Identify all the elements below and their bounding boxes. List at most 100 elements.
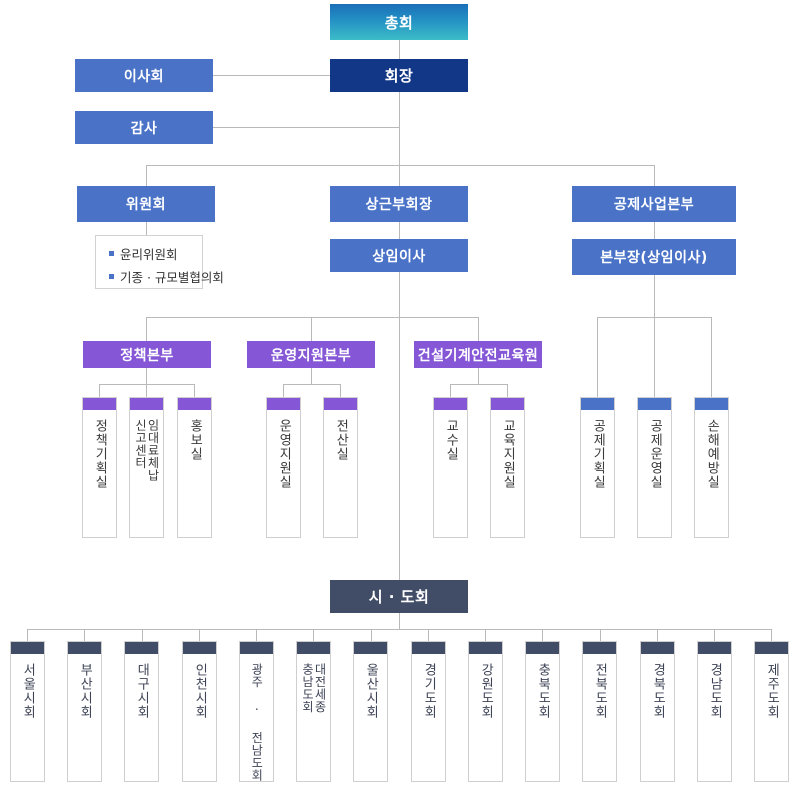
branch-jeonbuk[interactable]: 전북도회 — [582, 641, 617, 782]
branch-label: 울산시회 — [363, 663, 379, 719]
card-body: 운영지원실 — [267, 410, 300, 537]
connector-execdir-trunk — [399, 272, 400, 580]
dept-label: 교수실 — [443, 419, 459, 461]
card-cap — [354, 642, 387, 654]
node-auditor[interactable]: 감사 — [75, 111, 213, 144]
node-regional-chapters[interactable]: 시 · 도회 — [330, 580, 468, 613]
branch-label: 대구시회 — [134, 663, 150, 719]
connector-ops-down — [311, 368, 312, 384]
node-committee[interactable]: 위원회 — [77, 186, 215, 222]
branch-label: 충북도회 — [535, 663, 551, 719]
card-body: 강원도회 — [469, 654, 502, 781]
connector-edu-drop-1 — [450, 384, 451, 397]
card-body: 경기도회 — [412, 654, 445, 781]
card-cap — [491, 398, 524, 410]
connector-mutualaid-director — [654, 222, 655, 239]
connector-vicechair-execdir — [399, 222, 400, 239]
card-cap — [638, 398, 671, 410]
branch-incheon[interactable]: 인천시회 — [182, 641, 217, 782]
node-division-policy[interactable]: 정책본부 — [83, 341, 211, 368]
branch-seoul[interactable]: 서울시회 — [10, 641, 45, 782]
connector-regional-drop-11 — [600, 629, 601, 641]
connector-edu-drop-2 — [507, 384, 508, 397]
card-body: 임대료체납 신고센터 — [130, 410, 163, 537]
connector-level2-drop-committee — [146, 165, 147, 186]
branch-label: 경북도회 — [650, 663, 666, 719]
card-cap — [267, 398, 300, 410]
card-body: 전산실 — [324, 410, 357, 537]
branch-gangwon[interactable]: 강원도회 — [468, 641, 503, 782]
card-cap — [240, 642, 273, 654]
connector-level2-drop-mutualaid — [654, 165, 655, 186]
connector-mutualaid-drop-2 — [654, 317, 655, 397]
branch-label-col1: 대전세종 — [312, 663, 327, 713]
node-vice-chairman[interactable]: 상근부회장 — [330, 186, 468, 222]
connector-division-drop-ops — [311, 317, 312, 341]
branch-label: 제주도회 — [764, 663, 780, 719]
node-board-of-directors[interactable]: 이사회 — [75, 59, 213, 92]
card-cap — [11, 642, 44, 654]
node-division-safety-education[interactable]: 건설기계안전교육원 — [414, 341, 542, 368]
connector-edu-bar — [450, 384, 507, 385]
node-division-operations-support[interactable]: 운영지원본부 — [247, 341, 375, 368]
dept-public-relations[interactable]: 홍보실 — [177, 397, 212, 538]
connector-regional-drop-12 — [657, 629, 658, 641]
branch-gyeongbuk[interactable]: 경북도회 — [640, 641, 675, 782]
card-body: 대전세종 충남도회 — [297, 654, 330, 781]
branch-label: 인천시회 — [192, 663, 208, 719]
branch-gyeonggi[interactable]: 경기도회 — [411, 641, 446, 782]
node-hq-director[interactable]: 본부장(상임이사) — [572, 239, 736, 275]
connector-regional-drop-10 — [542, 629, 543, 641]
dept-education-support[interactable]: 교육지원실 — [490, 397, 525, 538]
card-body: 교수실 — [434, 410, 467, 537]
connector-regional-drop-3 — [142, 629, 143, 641]
connector-divisions-bar — [146, 317, 478, 318]
card-cap — [434, 398, 467, 410]
dept-label: 공제기획실 — [590, 419, 606, 489]
dept-label: 전산실 — [333, 419, 349, 461]
branch-chungbuk[interactable]: 충북도회 — [525, 641, 560, 782]
connector-mutualaid-drop-1 — [597, 317, 598, 397]
connector-policy-drop-2 — [146, 384, 147, 397]
branch-daejeon-sejong-chungnam[interactable]: 대전세종 충남도회 — [296, 641, 331, 782]
card-cap — [183, 642, 216, 654]
branch-gyeongnam[interactable]: 경남도회 — [697, 641, 732, 782]
card-cap — [695, 398, 728, 410]
dept-label: 공제운영실 — [647, 419, 663, 489]
branch-gwangju-jeonnam[interactable]: 광주 · 전남도회 — [239, 641, 274, 782]
node-chairman[interactable]: 회장 — [330, 59, 468, 92]
connector-edu-down — [478, 368, 479, 384]
node-general-assembly[interactable]: 총회 — [330, 4, 468, 40]
branch-label: 강원도회 — [478, 663, 494, 719]
dept-loss-prevention[interactable]: 손해예방실 — [694, 397, 729, 538]
branch-jeju[interactable]: 제주도회 — [754, 641, 789, 782]
branch-ulsan[interactable]: 울산시회 — [353, 641, 388, 782]
card-body: 경남도회 — [698, 654, 731, 781]
connector-mutualaid-drop-3 — [711, 317, 712, 397]
list-item[interactable]: 기종 · 규모별협의회 — [109, 268, 224, 287]
dept-rent-arrears-report-center[interactable]: 임대료체납 신고센터 — [129, 397, 164, 538]
card-body: 공제기획실 — [581, 410, 614, 537]
card-body: 광주 · 전남도회 — [240, 654, 273, 782]
branch-label: 광주 · 전남도회 — [249, 663, 264, 782]
branch-daegu[interactable]: 대구시회 — [124, 641, 159, 782]
connector-ops-bar — [283, 384, 340, 385]
node-executive-director[interactable]: 상임이사 — [330, 239, 468, 272]
dept-policy-planning[interactable]: 정책기획실 — [82, 397, 117, 538]
card-body: 인천시회 — [183, 654, 216, 781]
connector-regional-bar — [27, 629, 772, 630]
card-cap — [130, 398, 163, 410]
branch-busan[interactable]: 부산시회 — [67, 641, 102, 782]
dept-mutual-aid-operations[interactable]: 공제운영실 — [637, 397, 672, 538]
dept-information-systems[interactable]: 전산실 — [323, 397, 358, 538]
connector-regional-drop-8 — [428, 629, 429, 641]
dept-operations-support[interactable]: 운영지원실 — [266, 397, 301, 538]
card-body: 홍보실 — [178, 410, 211, 537]
list-item[interactable]: 윤리위원회 — [109, 245, 190, 264]
dept-mutual-aid-planning[interactable]: 공제기획실 — [580, 397, 615, 538]
card-body: 손해예방실 — [695, 410, 728, 537]
card-body: 대구시회 — [125, 654, 158, 781]
dept-professors-office[interactable]: 교수실 — [433, 397, 468, 538]
node-mutual-aid-headquarters[interactable]: 공제사업본부 — [572, 186, 736, 222]
